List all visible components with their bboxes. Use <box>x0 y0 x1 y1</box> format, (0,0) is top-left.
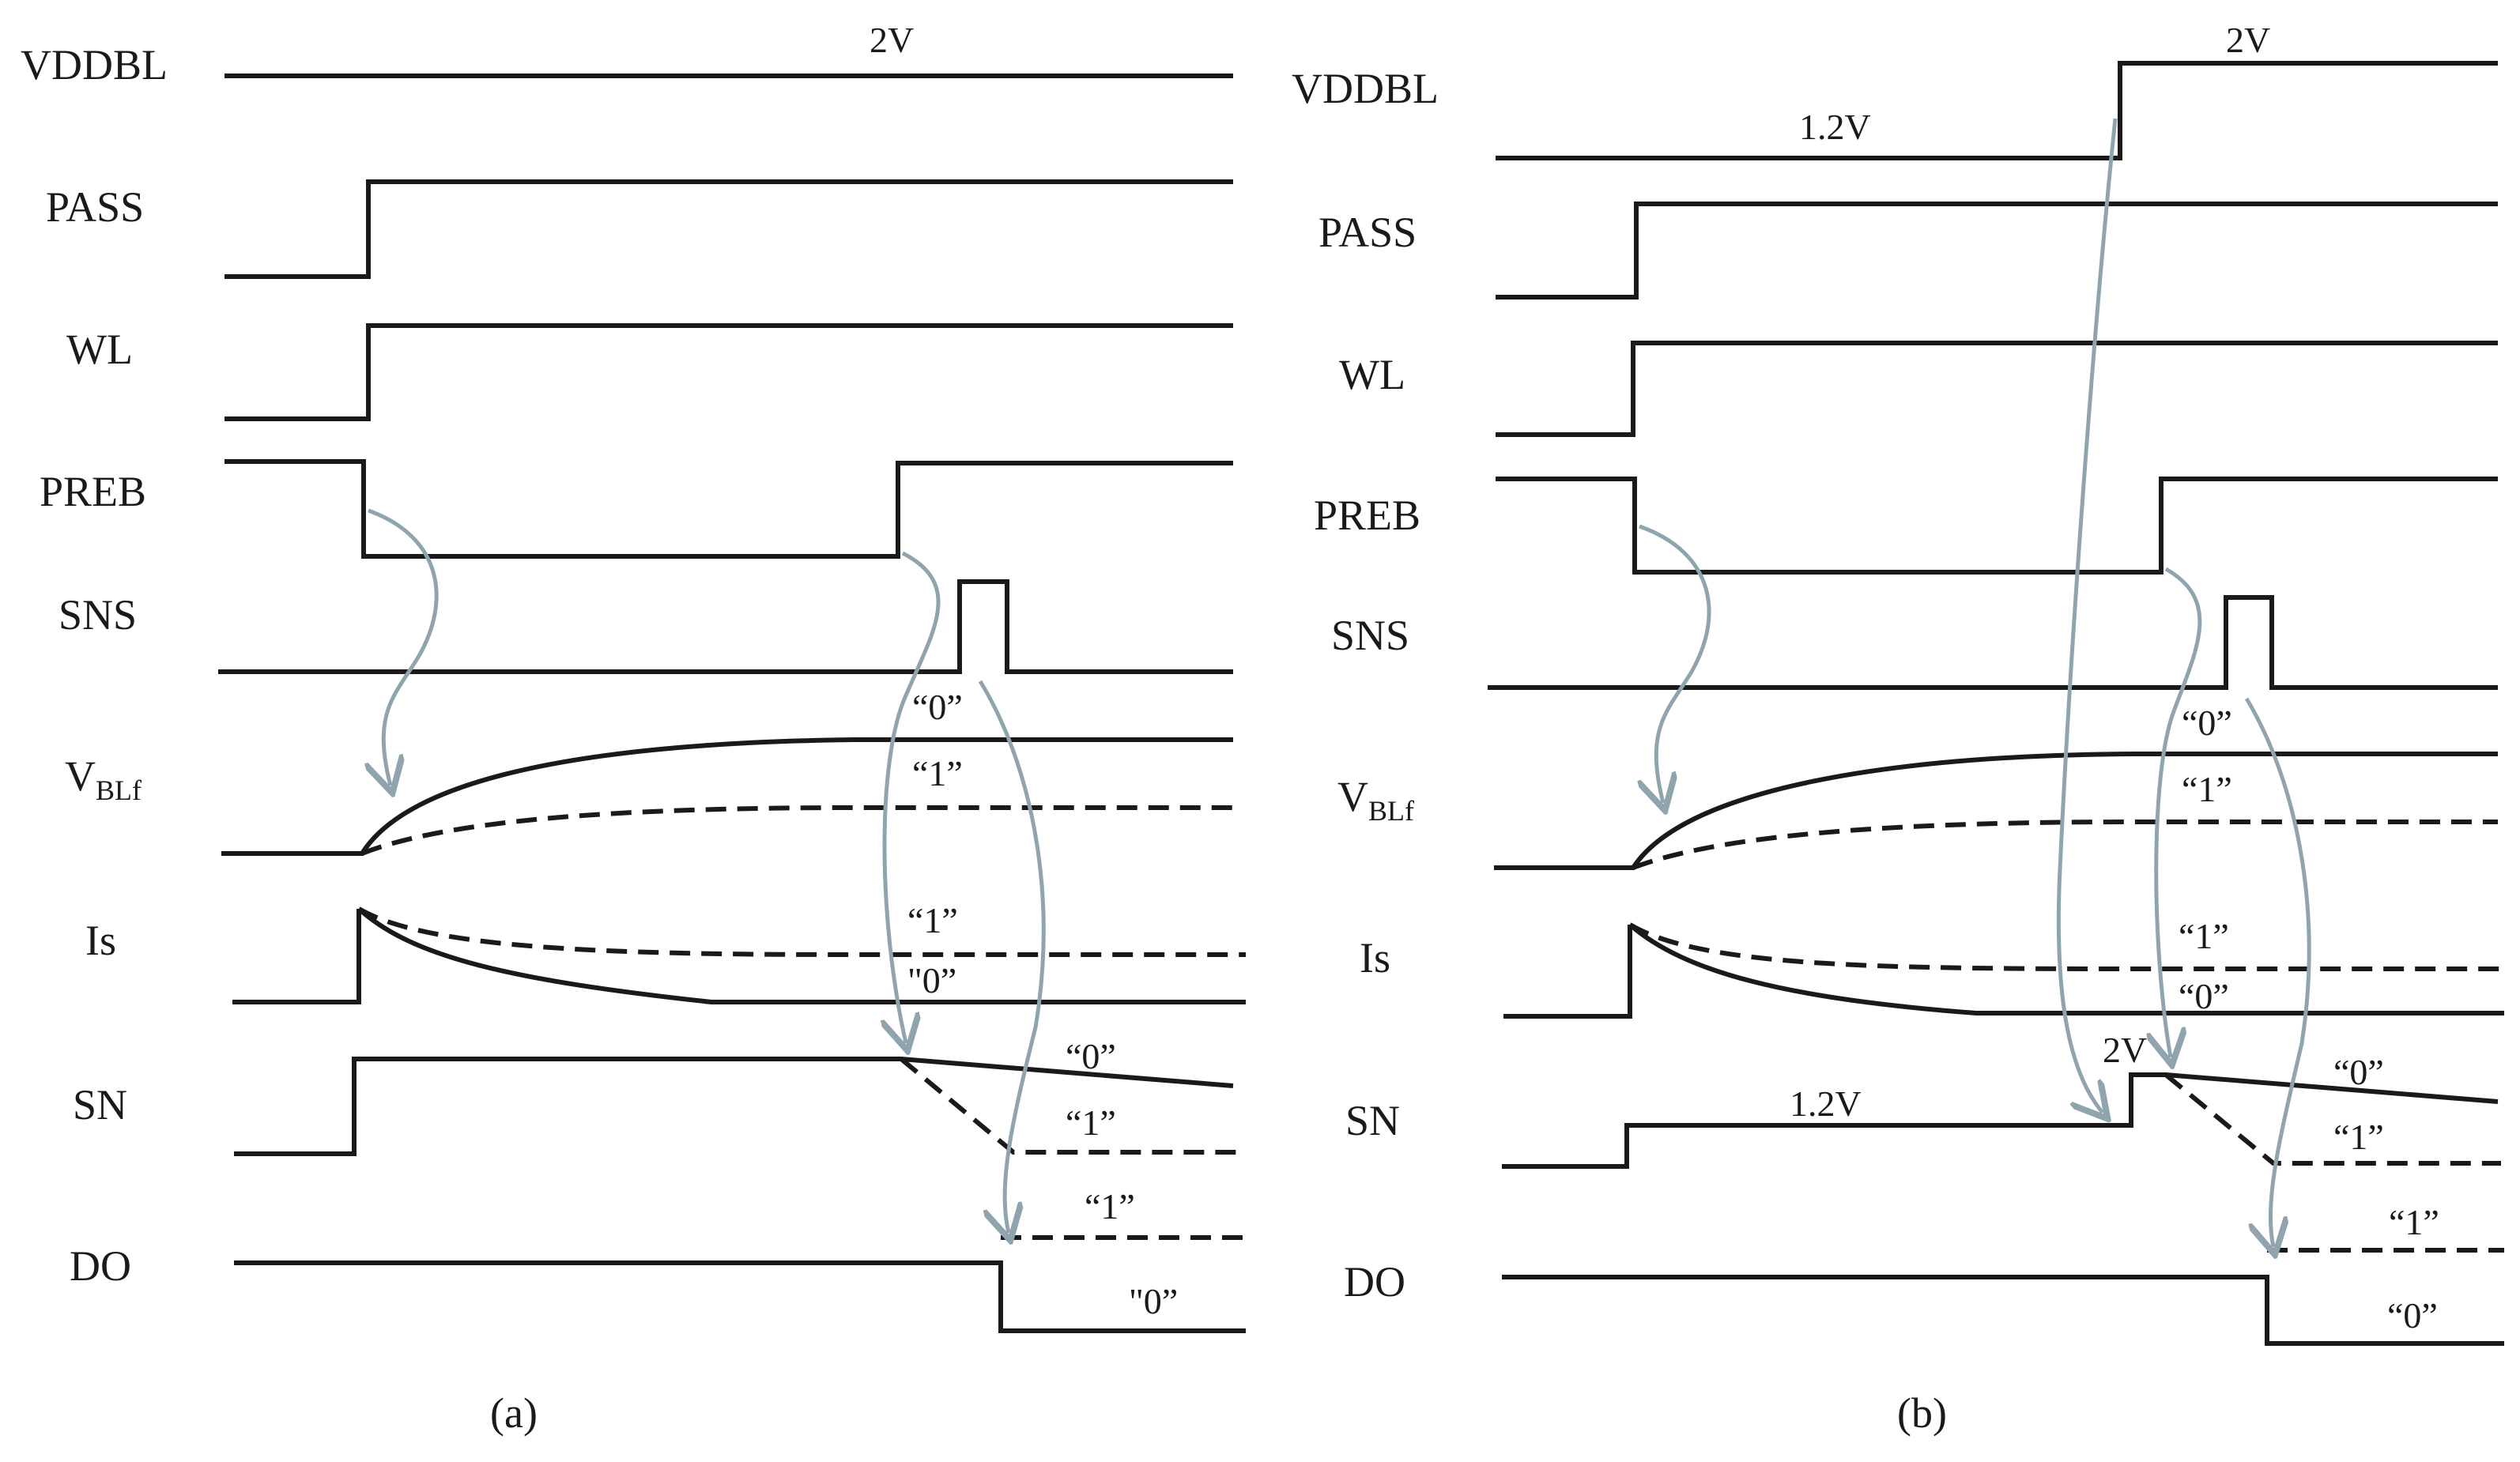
wave-is-zero-b <box>1628 922 2504 1015</box>
ann-a-sn-1: “1” <box>1066 1102 1116 1143</box>
wave-vblf-zero-a <box>221 737 1233 856</box>
wave-is-base-a <box>232 909 361 1004</box>
label-pass: PASS <box>46 183 144 231</box>
caption-a: (a) <box>490 1389 538 1437</box>
label-sn-b: SN <box>1345 1097 1400 1144</box>
label-do: DO <box>70 1242 131 1290</box>
panel-b: VDDBL PASS WL PREB SNS VBLf Is SN DO 2V … <box>1292 20 2504 1437</box>
wave-sn-one-a <box>900 1057 1243 1155</box>
ann-b-sn-2v: 2V <box>2103 1030 2147 1070</box>
wave-do-a <box>234 1260 1246 1333</box>
wave-vddbl-b <box>1496 61 2498 160</box>
ann-b-sn-0: “0” <box>2333 1052 2384 1092</box>
label-vblf: VBLf <box>65 752 141 806</box>
ann-b-is-1: “1” <box>2179 916 2229 956</box>
arrow-preb-vblf-b <box>1639 524 1711 803</box>
ann-a-vddbl-2v: 2V <box>870 20 914 60</box>
arrow-preb-sn-a <box>885 551 941 1043</box>
label-sns: SNS <box>58 591 137 639</box>
arrow-sns-do-a <box>978 680 1046 1233</box>
panel-a: VDDBL PASS WL PREB SNS VBLf Is SN DO 2V … <box>21 20 1246 1437</box>
ann-a-is-1: “1” <box>907 900 958 940</box>
label-do-b: DO <box>1344 1258 1405 1306</box>
ann-b-vblf-1: “1” <box>2182 769 2232 809</box>
wave-do-b <box>1502 1275 2504 1346</box>
label-sns-b: SNS <box>1331 612 1409 659</box>
ann-b-sn-1-2v: 1.2V <box>1790 1083 1862 1124</box>
arrow-sns-do-b <box>2244 697 2311 1247</box>
ann-b-do-0: “0” <box>2387 1295 2438 1336</box>
ann-a-sn-0: “0” <box>1066 1036 1116 1076</box>
wave-sn-one-b <box>2164 1072 2501 1166</box>
ann-a-is-0: "0” <box>907 960 956 1000</box>
wave-preb-a <box>224 459 1233 559</box>
wave-vblf-zero-b <box>1494 752 2498 870</box>
label-preb-b: PREB <box>1314 492 1420 539</box>
wave-vblf-one-b <box>1632 820 2498 870</box>
wave-wl-a <box>224 323 1233 421</box>
wave-sns-b <box>1488 595 2498 690</box>
ann-b-do-1: “1” <box>2389 1202 2439 1242</box>
wave-vblf-one-a <box>360 805 1233 856</box>
wave-is-one-a <box>357 906 1246 957</box>
ann-b-vddbl-2v: 2V <box>2226 20 2270 60</box>
wave-preb-b <box>1496 477 2498 575</box>
arrow-vddbl-sn-b <box>2056 118 2118 1113</box>
ann-a-vblf-1: “1” <box>912 753 963 793</box>
arrow-preb-vblf-a <box>368 508 439 786</box>
wave-sns-a <box>218 579 1233 674</box>
label-pass-b: PASS <box>1318 209 1417 256</box>
label-sn: SN <box>73 1081 127 1129</box>
label-is-b: Is <box>1360 934 1390 982</box>
wave-is-one-b <box>1628 922 2504 971</box>
ann-b-is-0: “0” <box>2179 976 2229 1016</box>
caption-b: (b) <box>1897 1389 1947 1437</box>
ann-b-vblf-0: “0” <box>2182 703 2232 743</box>
label-vblf-b: VBLf <box>1337 773 1414 827</box>
wave-wl-b <box>1496 341 2498 437</box>
wave-is-zero-a <box>356 906 1246 1004</box>
label-preb: PREB <box>40 468 146 515</box>
ann-a-do-1: “1” <box>1085 1186 1135 1226</box>
ann-a-vblf-0: “0” <box>912 687 963 727</box>
label-wl: WL <box>66 326 133 373</box>
label-vddbl-b: VDDBL <box>1292 65 1439 112</box>
label-is: Is <box>85 917 116 964</box>
label-wl-b: WL <box>1339 351 1405 398</box>
wave-pass-a <box>224 179 1233 279</box>
ann-b-sn-1: “1” <box>2333 1117 2384 1157</box>
wave-is-base-b <box>1503 925 1632 1019</box>
arrow-preb-sn-b <box>2156 567 2202 1057</box>
label-vddbl: VDDBL <box>21 41 168 89</box>
ann-b-vddbl-1-2v: 1.2V <box>1799 107 1871 147</box>
wave-sn-a <box>234 1057 1234 1156</box>
ann-a-do-0: "0” <box>1129 1281 1178 1321</box>
wave-pass-b <box>1496 202 2498 300</box>
